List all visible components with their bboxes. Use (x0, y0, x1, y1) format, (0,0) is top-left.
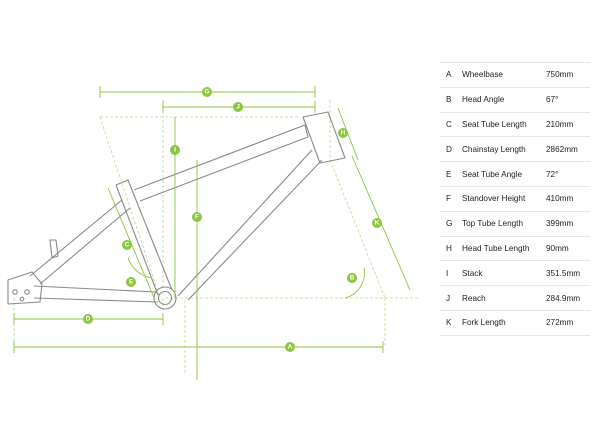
spec-value: 272mm (546, 318, 574, 328)
bike-frame (7, 111, 346, 310)
spec-value: 72° (546, 169, 559, 179)
svg-text:G: G (204, 89, 209, 96)
badge-h: H (338, 128, 348, 138)
spec-letter: D (446, 144, 452, 154)
spec-letter: J (446, 293, 451, 303)
svg-text:A: A (288, 344, 293, 351)
spec-letter: A (446, 70, 452, 80)
badge-a: A (285, 342, 295, 352)
svg-text:J: J (236, 104, 240, 111)
spec-letter: E (446, 169, 452, 179)
svg-text:E: E (129, 279, 134, 286)
badge-k: K (372, 218, 382, 228)
spec-label: Head Angle (462, 95, 505, 105)
badge-e: E (126, 277, 136, 287)
spec-letter: K (446, 318, 452, 328)
spec-letter: B (446, 95, 452, 105)
dimension-badges: G J I F C E D A (83, 87, 382, 352)
spec-row-d: D Chainstay Length 2862mm (440, 137, 590, 163)
spec-letter: G (446, 219, 453, 229)
spec-label: Fork Length (462, 318, 506, 328)
spec-letter: I (446, 268, 449, 278)
spec-row-k: K Fork Length 272mm (440, 311, 590, 336)
badge-i: I (170, 145, 180, 155)
spec-row-f: F Standover Height 410mm (440, 187, 590, 212)
spec-label: Stack (462, 268, 483, 278)
svg-text:D: D (86, 316, 91, 323)
spec-label: Seat Tube Angle (462, 169, 523, 179)
spec-value: 90mm (546, 243, 569, 253)
svg-text:I: I (174, 147, 176, 154)
spec-row-h: H Head Tube Length 90mm (440, 237, 590, 262)
spec-value: 210mm (546, 119, 574, 129)
spec-row-b: B Head Angle 67° (440, 88, 590, 113)
svg-text:H: H (341, 130, 346, 137)
spec-value: 399mm (546, 219, 574, 229)
spec-value: 67° (546, 95, 559, 105)
badge-d: D (83, 314, 93, 324)
spec-value: 351.5mm (546, 268, 581, 278)
badge-c: C (122, 240, 132, 250)
spec-row-j: J Reach 284.9mm (440, 286, 590, 311)
spec-letter: F (446, 194, 452, 204)
spec-row-c: C Seat Tube Length 210mm (440, 113, 590, 138)
dimension-lines (13, 86, 411, 380)
spec-value: 750mm (546, 70, 574, 80)
spec-label: Seat Tube Length (462, 119, 527, 129)
spec-label: Chainstay Length (462, 144, 526, 154)
svg-text:K: K (375, 220, 380, 227)
badge-b: B (347, 273, 357, 283)
spec-value: 2862mm (546, 144, 578, 154)
spec-label: Standover Height (462, 194, 526, 204)
badge-g: G (202, 87, 212, 97)
spec-value: 410mm (546, 194, 574, 204)
spec-label: Top Tube Length (462, 219, 524, 229)
svg-text:F: F (195, 214, 199, 221)
spec-row-a: A Wheelbase 750mm (440, 63, 590, 88)
reference-lines (13, 100, 420, 375)
spec-row-e: E Seat Tube Angle 72° (440, 162, 590, 187)
svg-text:C: C (125, 242, 130, 249)
spec-label: Wheelbase (462, 70, 503, 80)
geometry-spec-table: A Wheelbase 750mm B Head Angle 67° C Sea… (440, 62, 590, 336)
spec-label: Head Tube Length (462, 243, 530, 253)
spec-row-i: I Stack 351.5mm (440, 261, 590, 287)
spec-letter: C (446, 119, 452, 129)
svg-text:B: B (350, 275, 355, 282)
spec-letter: H (446, 243, 452, 253)
spec-row-g: G Top Tube Length 399mm (440, 212, 590, 237)
badge-j: J (233, 102, 243, 112)
spec-value: 284.9mm (546, 293, 581, 303)
badge-f: F (192, 212, 202, 222)
spec-label: Reach (462, 293, 486, 303)
